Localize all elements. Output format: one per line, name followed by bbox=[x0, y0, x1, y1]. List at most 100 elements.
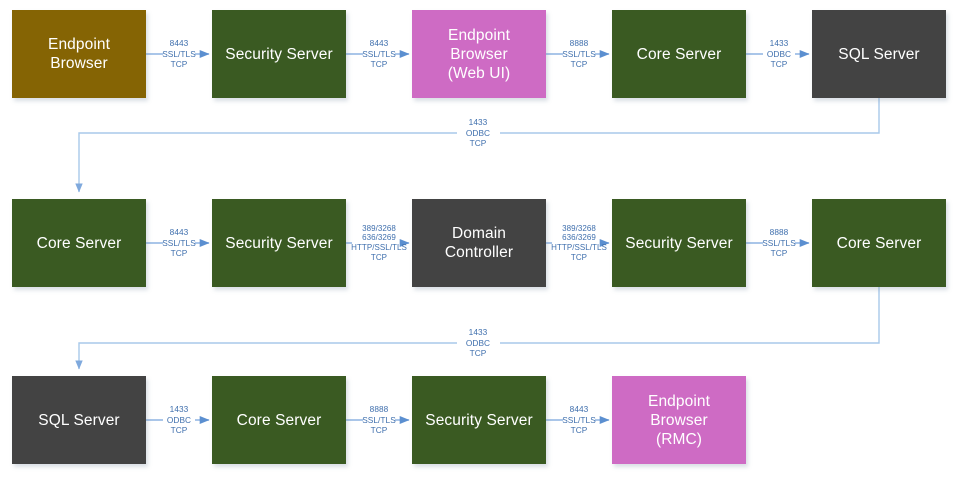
node-label-line: Core Server bbox=[36, 234, 122, 252]
node-label-line: Endpoint bbox=[448, 26, 510, 44]
connector-label-line: TCP bbox=[370, 425, 388, 436]
connector-label-line: SSL/TLS bbox=[562, 48, 596, 59]
node-label-line: SQL Server bbox=[38, 411, 120, 429]
connector-label-line: TCP bbox=[570, 425, 588, 436]
connector-label-line: 1433 bbox=[769, 38, 789, 49]
connector-label-line: TCP bbox=[170, 248, 188, 259]
node-label: SQL Server bbox=[834, 45, 923, 64]
node-sql-server[interactable]: SQL Server bbox=[812, 10, 946, 98]
node-security-server[interactable]: Security Server bbox=[412, 376, 546, 464]
node-label: Core Server bbox=[633, 45, 726, 64]
connector-label-line: 1433 bbox=[169, 404, 189, 415]
node-label-line: Endpoint bbox=[48, 36, 110, 53]
connector-label-line: SSL/TLS bbox=[162, 237, 196, 248]
connector-label-line: 8443 bbox=[369, 38, 389, 49]
connector-label-line: TCP bbox=[370, 59, 388, 70]
node-security-server[interactable]: Security Server bbox=[212, 10, 346, 98]
node-label: Core Server bbox=[833, 234, 926, 253]
node-label-line: Controller bbox=[444, 244, 514, 261]
node-label: Security Server bbox=[621, 234, 736, 253]
connector-label-line: TCP bbox=[170, 425, 188, 436]
connector-label-line: 8888 bbox=[769, 227, 789, 238]
node-label-line: Core Server bbox=[836, 234, 922, 252]
node-core-server[interactable]: Core Server bbox=[12, 199, 146, 287]
node-label-line: SQL Server bbox=[838, 45, 920, 63]
node-label: Security Server bbox=[221, 45, 336, 64]
connector-label-line: TCP bbox=[469, 138, 487, 149]
connector-label-line: SSL/TLS bbox=[362, 48, 396, 59]
connector-label-line: TCP bbox=[770, 59, 788, 70]
connector-label-line: 8443 bbox=[169, 38, 189, 49]
node-sql-server[interactable]: SQL Server bbox=[12, 376, 146, 464]
connector-label-line: TCP bbox=[469, 348, 487, 359]
connector-label-line: SSL/TLS bbox=[562, 414, 596, 425]
node-core-server[interactable]: Core Server bbox=[212, 376, 346, 464]
node-label-line: Browser bbox=[50, 55, 108, 72]
connector-label-line: 389/3268 bbox=[362, 223, 396, 233]
node-label-line: Security Server bbox=[425, 411, 533, 429]
connector-label-line: TCP bbox=[370, 252, 388, 262]
node-label: Security Server bbox=[221, 234, 336, 253]
connector-label-line: ODBC bbox=[766, 48, 792, 59]
connector-label-line: TCP bbox=[570, 59, 588, 70]
connector-label-line: TCP bbox=[770, 248, 788, 259]
connector-label-line: ODBC bbox=[166, 414, 192, 425]
node-label-line: Core Server bbox=[636, 45, 722, 63]
connector-label-line: ODBC bbox=[465, 127, 491, 138]
connector-label-line: HTTP/SSL/TLS bbox=[551, 243, 607, 252]
connector-label-line: HTTP/SSL/TLS bbox=[351, 243, 407, 252]
node-core-server[interactable]: Core Server bbox=[812, 199, 946, 287]
node-label: SQL Server bbox=[34, 411, 123, 430]
node-core-server[interactable]: Core Server bbox=[612, 10, 746, 98]
connector-label-line: 389/3268 bbox=[562, 223, 596, 233]
connector-label-line: 636/3269 bbox=[562, 233, 596, 243]
node-security-server[interactable]: Security Server bbox=[612, 199, 746, 287]
node-label-line: Core Server bbox=[236, 411, 322, 429]
node-label: Core Server bbox=[33, 234, 126, 253]
node-label-line: Security Server bbox=[625, 234, 733, 252]
node-label-line: Domain bbox=[451, 225, 506, 242]
node-label-line: Security Server bbox=[225, 234, 333, 252]
node-label-line: (Web UI) bbox=[447, 64, 511, 82]
connector-label-line: ODBC bbox=[465, 337, 491, 348]
connector-label-line: 1433 bbox=[468, 327, 488, 338]
connector-label-line: 8888 bbox=[569, 38, 589, 49]
node-security-server[interactable]: Security Server bbox=[212, 199, 346, 287]
connector-label-line: SSL/TLS bbox=[762, 237, 796, 248]
connector-label-line: 1433 bbox=[468, 117, 488, 128]
node-label: Security Server bbox=[421, 411, 536, 430]
node-label-line: Browser bbox=[650, 411, 708, 429]
node-label-line: Security Server bbox=[225, 45, 333, 63]
connector-label-line: 8443 bbox=[169, 227, 189, 238]
node-label: Core Server bbox=[233, 411, 326, 430]
connector-label-line: SSL/TLS bbox=[362, 414, 396, 425]
connector-label-line: 8888 bbox=[369, 404, 389, 415]
connector-label-line: SSL/TLS bbox=[162, 48, 196, 59]
node-label-line: Browser bbox=[450, 45, 508, 63]
connector-label-line: TCP bbox=[170, 59, 188, 70]
connector-label-line: 636/3269 bbox=[362, 233, 396, 243]
connector-label-line: TCP bbox=[570, 252, 588, 262]
